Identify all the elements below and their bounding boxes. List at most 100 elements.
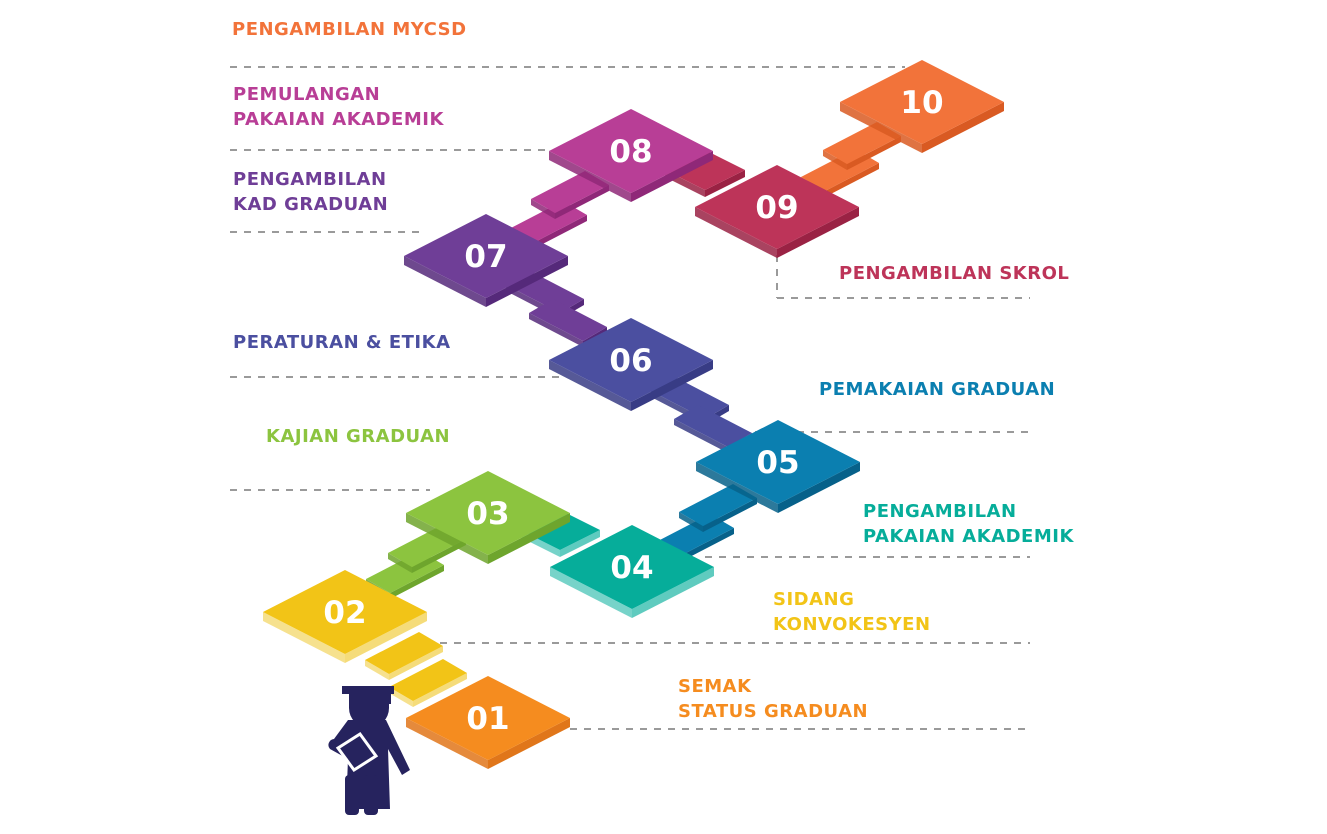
step-number: 05	[756, 445, 799, 481]
tile-side	[705, 170, 745, 197]
connector-step-02	[365, 632, 443, 680]
label-step-05: PEMAKAIAN GRADUAN	[819, 377, 1055, 402]
step-tile-07: 07	[404, 214, 568, 307]
step-tile-01: 01	[406, 676, 570, 769]
tile-side	[695, 207, 777, 258]
step-number: 01	[466, 701, 509, 737]
tile-side	[365, 660, 389, 680]
label-step-06: PERATURAN & ETIKA	[233, 330, 451, 355]
tile-side	[680, 528, 734, 562]
label-step-08: PEMULANGAN PAKAIAN AKADEMIK	[233, 82, 444, 132]
step-number: 02	[323, 595, 366, 631]
tile-side	[922, 102, 1004, 153]
tile-top	[550, 525, 714, 609]
tile-side	[389, 646, 443, 680]
tile-side	[345, 612, 427, 663]
tile-side	[529, 313, 583, 347]
step-tile-02: 02	[263, 570, 427, 663]
tile-top	[549, 318, 713, 402]
label-line: STATUS GRADUAN	[678, 701, 869, 722]
tile-side	[847, 136, 901, 170]
tile-top	[840, 60, 1004, 144]
label-line: SIDANG	[773, 589, 855, 610]
label-line: PAKAIAN AKADEMIK	[233, 109, 444, 130]
tile-top	[389, 659, 467, 701]
label-step-04: PENGAMBILAN PAKAIAN AKADEMIK	[863, 499, 1074, 549]
tile-top	[263, 570, 427, 654]
step-tile-08: 08	[549, 109, 713, 202]
tile-side	[390, 565, 444, 599]
tile-top	[404, 214, 568, 298]
label-line: SEMAK	[678, 676, 752, 697]
label-step-03: KAJIAN GRADUAN	[266, 424, 450, 449]
tile-side	[550, 567, 632, 618]
tile-side	[631, 360, 713, 411]
step-number: 06	[609, 343, 652, 379]
connector-step-02	[389, 659, 467, 707]
step-number: 08	[609, 134, 652, 170]
step-tiles: 10 08 09 07 06 05 03 04 02 01	[263, 60, 1004, 769]
label-line: PAKAIAN AKADEMIK	[863, 526, 1074, 547]
tile-side	[703, 498, 757, 532]
step-number: 10	[900, 85, 943, 121]
tile-side	[389, 687, 413, 707]
step-number: 04	[610, 550, 653, 586]
label-line: PERATURAN & ETIKA	[233, 332, 451, 353]
label-step-01: SEMAK STATUS GRADUAN	[678, 674, 868, 724]
tile-side	[549, 151, 631, 202]
tile-top	[365, 632, 443, 674]
tile-top	[531, 171, 609, 213]
tile-side	[840, 102, 922, 153]
label-line: KAJIAN GRADUAN	[266, 426, 451, 447]
tile-side	[486, 256, 568, 307]
tile-side	[674, 419, 728, 453]
label-step-02: SIDANG KONVOKESYEN	[773, 587, 931, 637]
tile-side	[263, 612, 345, 663]
tile-top	[529, 299, 607, 341]
tile-side	[560, 530, 600, 557]
label-line: KONVOKESYEN	[773, 614, 931, 635]
tile-side	[631, 151, 713, 202]
label-line: PEMULANGAN	[233, 84, 381, 105]
tile-side	[406, 513, 488, 564]
label-line: PENGAMBILAN MYCSD	[232, 19, 467, 40]
tile-top	[406, 676, 570, 760]
connector-step-08	[531, 171, 609, 219]
label-step-09: PENGAMBILAN SKROL	[839, 261, 1069, 286]
tile-side	[488, 513, 570, 564]
tile-side	[549, 360, 631, 411]
tile-side	[632, 567, 714, 618]
tile-top	[696, 420, 860, 504]
tile-top	[549, 109, 713, 193]
tile-top	[679, 484, 757, 526]
tile-top	[823, 122, 901, 164]
tile-side	[825, 163, 879, 197]
step-tile-03: 03	[406, 471, 570, 564]
tile-side	[679, 512, 703, 532]
step-tile-10: 10	[840, 60, 1004, 153]
graduate-figure-icon	[328, 686, 410, 815]
step-tile-06: 06	[549, 318, 713, 411]
label-step-10: PENGAMBILAN MYCSD	[232, 17, 467, 42]
tile-side	[778, 462, 860, 513]
step-tile-04: 04	[550, 525, 714, 618]
tile-top	[674, 405, 752, 447]
label-line: KAD GRADUAN	[233, 194, 389, 215]
label-line: PENGAMBILAN	[863, 501, 1017, 522]
tile-side	[406, 718, 488, 769]
tile-side	[412, 539, 466, 573]
step-number: 07	[464, 239, 507, 275]
tile-side	[696, 462, 778, 513]
step-tile-09: 09	[695, 165, 859, 258]
step-number: 09	[755, 190, 798, 226]
tile-side	[823, 150, 847, 170]
connector-step-05	[679, 484, 757, 532]
label-line: PENGAMBILAN	[233, 169, 387, 190]
tile-side	[388, 553, 412, 573]
label-line: PENGAMBILAN SKROL	[839, 263, 1070, 284]
step-tile-05: 05	[696, 420, 860, 513]
guide-lines	[230, 66, 1030, 730]
tile-side	[777, 207, 859, 258]
connector-step-10	[823, 122, 901, 170]
